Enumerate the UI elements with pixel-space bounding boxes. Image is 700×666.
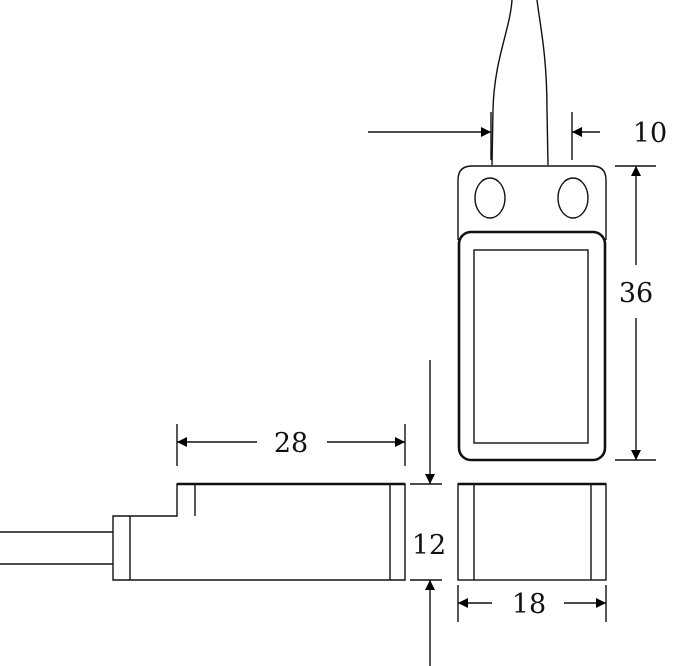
dimension-label-12: 12 — [412, 530, 446, 561]
cable-left-line — [491, 0, 513, 166]
side-body — [112, 483, 406, 581]
cable-right-line — [536, 0, 549, 166]
dimension-label-10: 10 — [633, 118, 667, 149]
dimension-18 — [457, 585, 607, 622]
dimension-label-36: 36 — [619, 278, 653, 309]
mounting-hole-left — [474, 177, 506, 219]
front-view — [457, 482, 607, 581]
dimension-10 — [368, 112, 600, 160]
sensing-face — [473, 249, 589, 444]
dimension-12 — [410, 360, 442, 666]
side-view — [0, 482, 406, 581]
body-outline — [457, 230, 607, 462]
dimension-36 — [615, 165, 656, 461]
dimension-label-28: 28 — [274, 428, 308, 459]
mounting-tab — [457, 165, 607, 240]
dimension-28 — [176, 424, 406, 466]
front-body — [457, 483, 607, 581]
dimension-label-18: 18 — [512, 589, 546, 620]
mounting-hole-right — [557, 177, 589, 219]
top-view — [457, 0, 607, 462]
